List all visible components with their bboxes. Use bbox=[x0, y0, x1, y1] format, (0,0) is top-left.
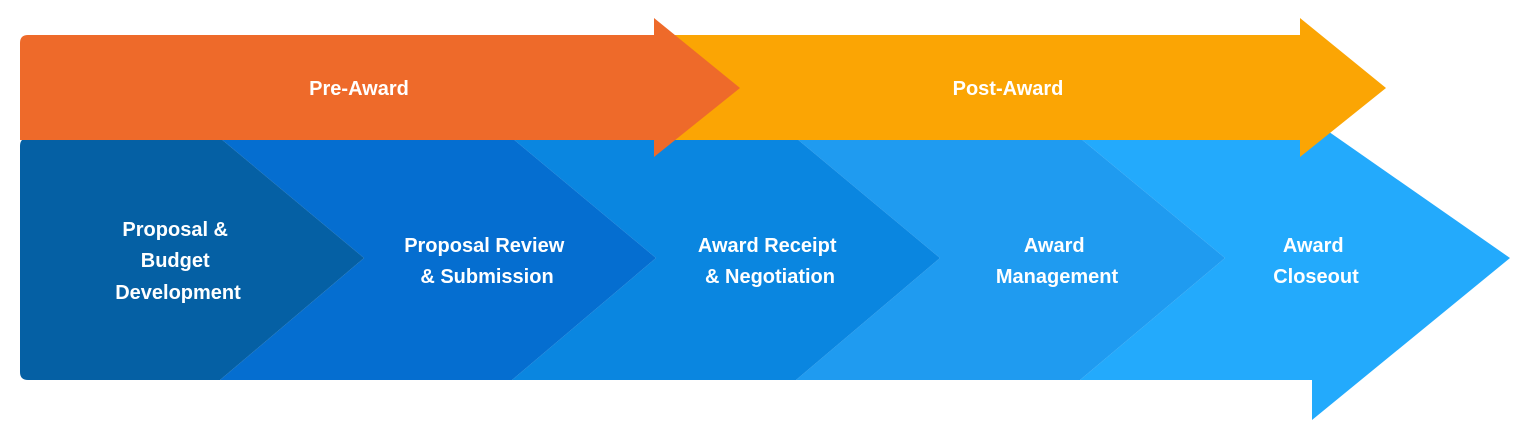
post-award-arrow bbox=[656, 18, 1386, 157]
stage-arrow bbox=[20, 120, 1510, 420]
stage-2-label: Proposal Review & Submission bbox=[404, 235, 570, 288]
phase-arrows bbox=[20, 18, 1386, 157]
pre-award-label: Pre-Award bbox=[309, 78, 409, 100]
post-award-label: Post-Award bbox=[953, 78, 1064, 100]
stage-3-label: Award Receipt & Negotiation bbox=[698, 235, 842, 288]
stage-4-label: Award Management bbox=[996, 235, 1119, 288]
stage-5-segment bbox=[1080, 120, 1510, 420]
stage-1-label: Proposal & Budget Development bbox=[115, 219, 241, 304]
stage-5-label: Award Closeout bbox=[1273, 235, 1359, 288]
stage-4-segment bbox=[796, 138, 1225, 380]
stage-1-segment bbox=[20, 138, 364, 380]
stage-2-segment bbox=[220, 138, 656, 380]
stage-3-segment bbox=[512, 138, 940, 380]
pre-award-arrow bbox=[20, 18, 740, 157]
